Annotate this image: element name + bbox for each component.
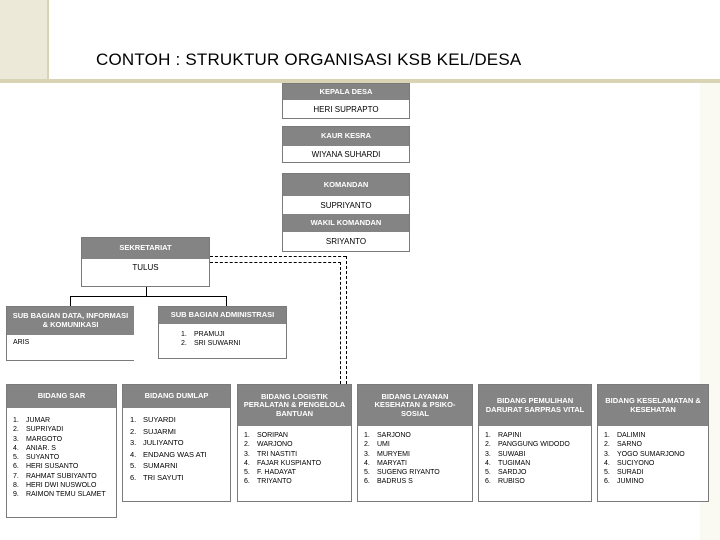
- connector-sub-data: [70, 296, 71, 306]
- kepala-desa-role: KEPALA DESA: [283, 84, 409, 100]
- sekretariat-name: TULUS: [132, 263, 159, 272]
- dashed-connector-right: [346, 256, 347, 384]
- list-item: 6.TRI SAYUTI: [130, 472, 184, 482]
- list-item: 6.BADRUS S: [364, 478, 413, 486]
- list-item: 3.TRI NASTITI: [244, 450, 298, 458]
- list-item: 3.MURYEMI: [364, 450, 410, 458]
- list-item: 3.YOGO SUMARJONO: [604, 450, 685, 458]
- list-item: 6.TRIYANTO: [244, 478, 292, 486]
- list-item: 2.UMI: [364, 441, 390, 449]
- sub-bagian-admin-list: 1.PRAMUJI 2.SRI SUWARNI: [159, 324, 286, 349]
- list-item: 5.SARDJO: [485, 469, 527, 477]
- connector-sekretariat-down: [146, 287, 147, 296]
- wakil-komandan-name: SRIYANTO: [325, 237, 367, 246]
- list-item: 1.SARJONO: [364, 432, 411, 439]
- list-item: 2.SUPRIYADI: [13, 426, 64, 434]
- list-item: 9.RAIMON TEMU SLAMET: [13, 491, 106, 499]
- bidang-logistik-list: 1.SORIPAN 2.WARJONO 3.TRI NASTITI 4.FAJA…: [238, 426, 351, 487]
- list-item: 2.WARJONO: [244, 441, 293, 449]
- sub-bagian-admin-role: SUB BAGIAN ADMINISTRASI: [159, 307, 286, 324]
- list-item: 4.ANIAR. S: [13, 444, 56, 452]
- list-item: 2.PANGGUNG WIDODO: [485, 441, 570, 449]
- list-item: 1.SORIPAN: [244, 432, 288, 439]
- wakil-komandan-role: WAKIL KOMANDAN: [283, 214, 409, 232]
- kepala-desa-name: HERI SUPRAPTO: [313, 104, 379, 114]
- kepala-desa-box: KEPALA DESA HERI SUPRAPTO: [282, 83, 410, 119]
- bidang-sar-box: BIDANG SAR 1.JUMAR 2.SUPRIYADI 3.MARGOTO…: [6, 384, 117, 518]
- list-item: 5.F. HADAYAT: [244, 469, 296, 477]
- bidang-pemulihan-box: BIDANG PEMULIHAN DARURAT SARPRAS VITAL 1…: [478, 384, 592, 502]
- bidang-pemulihan-list: 1.RAPINI 2.PANGGUNG WIDODO 3.SUWABI 4.TU…: [479, 426, 591, 487]
- sub-bagian-admin-box: SUB BAGIAN ADMINISTRASI 1.PRAMUJI 2.SRI …: [158, 306, 287, 359]
- list-item: 2.SARNO: [604, 441, 642, 449]
- bidang-dumlap-role: BIDANG DUMLAP: [123, 385, 230, 408]
- bidang-logistik-box: BIDANG LOGISTIK PERALATAN & PENGELOLA BA…: [237, 384, 352, 502]
- list-item: 1.DALIMIN: [604, 432, 646, 439]
- list-item: 1.PRAMUJI: [181, 331, 225, 338]
- bidang-layanan-box: BIDANG LAYANAN KESEHATAN & PSIKO-SOSIAL …: [357, 384, 473, 502]
- list-item: 6.HERI SUSANTO: [13, 463, 79, 471]
- page-title: CONTOH : STRUKTUR ORGANISASI KSB KEL/DES…: [96, 50, 522, 69]
- sekretariat-role: SEKRETARIAT: [82, 238, 209, 259]
- bidang-keselamatan-box: BIDANG KESELAMATAN & KESEHATAN 1.DALIMIN…: [597, 384, 709, 502]
- list-item: 7.RAHMAT SUBIYANTO: [13, 472, 97, 480]
- list-item: 5.SUGENG RIYANTO: [364, 469, 440, 477]
- bidang-keselamatan-list: 1.DALIMIN 2.SARNO 3.YOGO SUMARJONO 4.SUC…: [598, 426, 708, 487]
- list-item: 4.SUCIYONO: [604, 459, 655, 467]
- bidang-layanan-role: BIDANG LAYANAN KESEHATAN & PSIKO-SOSIAL: [358, 385, 472, 426]
- list-item: 2.SRI SUWARNI: [181, 340, 241, 348]
- kaur-kesra-box: KAUR KESRA WIYANA SUHARDI: [282, 126, 410, 163]
- komandan-box: KOMANDAN SUPRIYANTO WAKIL KOMANDAN SRIYA…: [282, 173, 410, 252]
- bidang-sar-list: 1.JUMAR 2.SUPRIYADI 3.MARGOTO 4.ANIAR. S…: [7, 408, 116, 500]
- bidang-layanan-list: 1.SARJONO 2.UMI 3.MURYEMI 4.MARYATI 5.SU…: [358, 426, 472, 487]
- bidang-keselamatan-role: BIDANG KESELAMATAN & KESEHATAN: [598, 385, 708, 426]
- list-item: 4.FAJAR KUSPIANTO: [244, 459, 322, 467]
- dashed-connector-mid: [210, 262, 341, 263]
- list-item: 1.JUMAR: [13, 417, 51, 424]
- bidang-dumlap-box: BIDANG DUMLAP 1.SUYARDI 2.SUJARMI 3.JULI…: [122, 384, 231, 502]
- list-item: 8.HERI DWI NUSWOLO: [13, 482, 97, 490]
- list-item: 3.JULIYANTO: [130, 438, 184, 448]
- slide-corner-block: [0, 0, 47, 79]
- list-item: 5.SUMARNI: [130, 461, 178, 471]
- list-item: 2.SUJARMI: [130, 426, 176, 436]
- dashed-connector-down: [340, 262, 341, 384]
- list-item: 6.JUMINO: [604, 478, 644, 486]
- sub-bagian-data-box: SUB BAGIAN DATA, INFORMASI & KOMUNIKASI …: [6, 306, 134, 361]
- list-item: 1.SUYARDI: [130, 415, 176, 424]
- list-item: 5.SURADI: [604, 469, 644, 477]
- dashed-connector-top: [210, 256, 346, 257]
- kaur-kesra-role: KAUR KESRA: [283, 127, 409, 146]
- slide-horizontal-rule: [0, 79, 720, 83]
- list-item: 6.RUBISO: [485, 478, 525, 486]
- list-item: 4.MARYATI: [364, 459, 407, 467]
- connector-sub-admin: [226, 296, 227, 306]
- list-item: 1.RAPINI: [485, 432, 522, 439]
- bidang-dumlap-list: 1.SUYARDI 2.SUJARMI 3.JULIYANTO 4.ENDANG…: [123, 408, 230, 484]
- sub-bagian-data-name: ARIS: [13, 338, 30, 346]
- komandan-name: SUPRIYANTO: [320, 200, 372, 210]
- bidang-sar-role: BIDANG SAR: [7, 385, 116, 408]
- bidang-logistik-role: BIDANG LOGISTIK PERALATAN & PENGELOLA BA…: [238, 385, 351, 426]
- list-item: 4.TUGIMAN: [485, 459, 531, 467]
- sub-bagian-data-role: SUB BAGIAN DATA, INFORMASI & KOMUNIKASI: [7, 307, 134, 335]
- list-item: 5.SUYANTO: [13, 454, 60, 462]
- list-item: 3.SUWABI: [485, 450, 526, 458]
- connector-subs-horizontal: [70, 296, 226, 297]
- kaur-kesra-name: WIYANA SUHARDI: [311, 149, 381, 159]
- list-item: 4.ENDANG WAS ATI: [130, 449, 207, 459]
- komandan-role: KOMANDAN: [283, 174, 409, 196]
- list-item: 3.MARGOTO: [13, 435, 63, 443]
- slide-vertical-rule: [47, 0, 49, 79]
- sekretariat-box: SEKRETARIAT TULUS: [81, 237, 210, 287]
- bidang-pemulihan-role: BIDANG PEMULIHAN DARURAT SARPRAS VITAL: [479, 385, 591, 426]
